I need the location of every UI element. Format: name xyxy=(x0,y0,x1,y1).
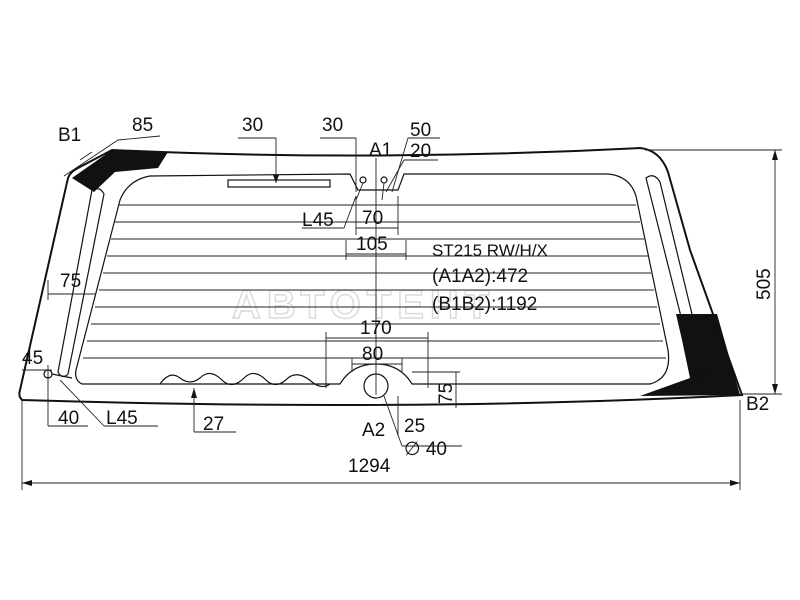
dim-l45-bottom-label: L45 xyxy=(106,408,138,429)
heating-lines xyxy=(83,204,666,359)
point-b1-label: B1 xyxy=(58,125,81,146)
point-a2-label: A2 xyxy=(362,420,385,441)
dim-total-height xyxy=(645,149,782,395)
right-connector xyxy=(697,370,707,380)
dim-50-label: 50 xyxy=(410,120,431,141)
dim-70-label: 70 xyxy=(362,208,383,229)
black-print-top-left xyxy=(72,150,168,192)
dim-75-side-label: 75 xyxy=(60,271,81,292)
dim-20-label: 20 xyxy=(410,141,431,162)
dim-75-bottom-label: 75 xyxy=(436,383,457,404)
spec-a1a2: (A1A2):472 xyxy=(432,266,528,287)
top-connector-left xyxy=(359,176,367,184)
dim-total-width xyxy=(21,400,741,490)
dim-40-left-label: 40 xyxy=(58,408,79,429)
top-connector-right xyxy=(380,176,388,184)
dim-45-left-label: 45 xyxy=(22,348,43,369)
dim-105-label: 105 xyxy=(356,234,388,255)
b1-leader xyxy=(63,139,119,177)
dim-diameter-40-label: ∅ 40 xyxy=(404,439,447,460)
dim-505-label: 505 xyxy=(754,268,775,300)
black-print-bottom-right xyxy=(640,314,740,396)
dim-170-label: 170 xyxy=(360,318,392,339)
dim-27-label: 27 xyxy=(203,414,224,435)
dim-80-label: 80 xyxy=(362,344,383,365)
dim-1294-label: 1294 xyxy=(348,456,391,477)
dim-30-center-label: 30 xyxy=(322,115,343,136)
dim-85-label: 85 xyxy=(132,115,153,136)
spec-model: ST215 RW/H/X xyxy=(432,241,548,260)
top-slot xyxy=(227,179,331,188)
heating-area-border xyxy=(75,173,670,385)
left-bus-bar xyxy=(57,188,105,378)
point-b2-label: B2 xyxy=(746,394,769,415)
point-a1-label: A1 xyxy=(369,140,392,161)
dim-30-left-label: 30 xyxy=(242,115,263,136)
dim-l45-top-label: L45 xyxy=(302,210,334,231)
wavy-edge-line xyxy=(159,372,331,388)
left-connector-wire xyxy=(51,373,73,379)
glass-outline xyxy=(18,146,744,406)
dim-25-label: 25 xyxy=(404,416,425,437)
spec-b1b2: (B1B2):1192 xyxy=(432,294,537,315)
